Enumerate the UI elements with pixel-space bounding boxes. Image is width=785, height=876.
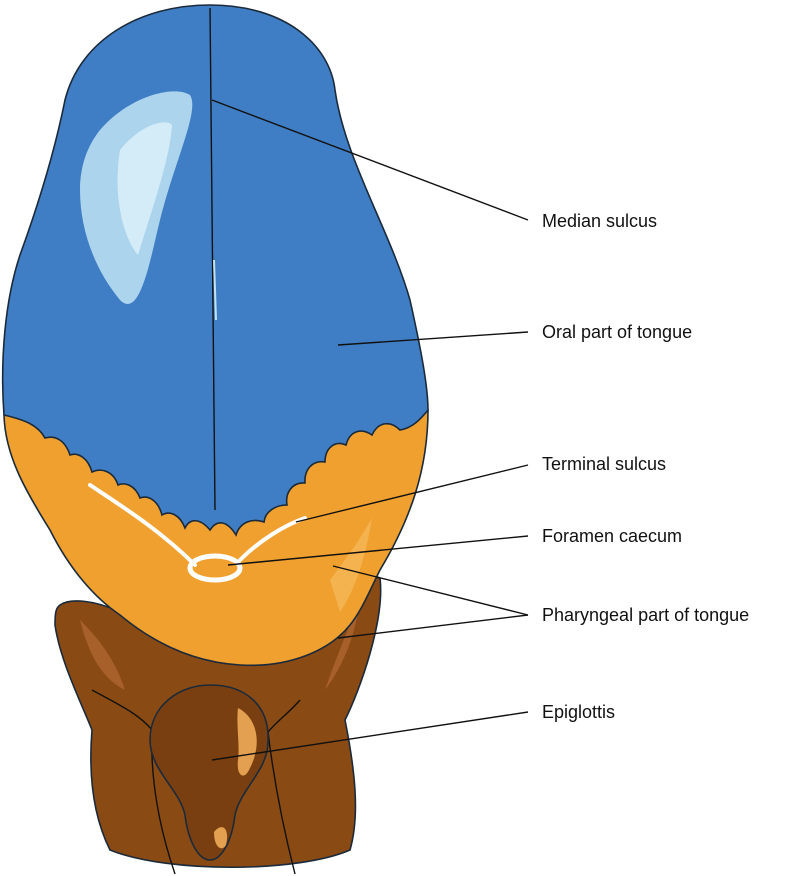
epiglottis-tip-highlight [214, 827, 228, 849]
label-median-sulcus: Median sulcus [542, 211, 657, 231]
median-sulcus-shine [213, 259, 217, 321]
terminal-sulcus-line [88, 483, 197, 567]
leader-terminal-sulcus [295, 464, 529, 523]
leader-median-sulcus [211, 99, 529, 221]
label-foramen-caecum: Foramen caecum [542, 526, 682, 546]
leader-lines [211, 99, 529, 761]
labels: Median sulcus Oral part of tongue Termin… [542, 211, 749, 722]
leader-foramen-caecum [227, 535, 529, 566]
label-terminal-sulcus: Terminal sulcus [542, 454, 666, 474]
pharyngeal-shading [330, 518, 372, 612]
terminal-sulcus [88, 483, 307, 583]
leader-epiglottis [211, 711, 529, 761]
label-oral-part: Oral part of tongue [542, 322, 692, 342]
foramen-caecum-ring [187, 553, 243, 583]
leader-oral-part [337, 331, 529, 346]
epiglottis-region [54, 576, 382, 875]
leader-pharyngeal-b [337, 614, 529, 639]
oral-part [1, 4, 429, 537]
left-fold [80, 620, 125, 690]
label-pharyngeal-part: Pharyngeal part of tongue [542, 605, 749, 625]
label-epiglottis: Epiglottis [542, 702, 615, 722]
leader-pharyngeal-a [332, 565, 529, 616]
oral-highlight-inner [117, 122, 172, 255]
terminal-sulcus-line-right [238, 516, 307, 562]
epiglottis-highlight [237, 708, 257, 776]
